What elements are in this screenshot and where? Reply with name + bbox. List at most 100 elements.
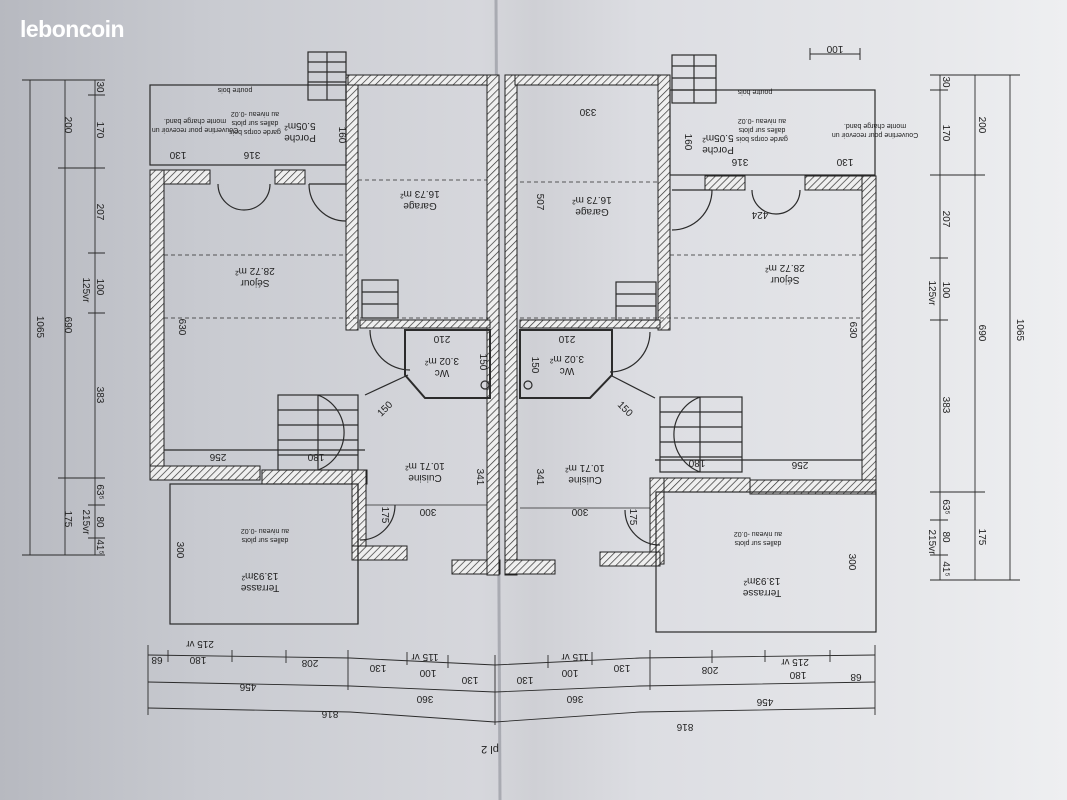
dim-right-porche-h: 160	[682, 134, 693, 151]
dim-left-207: 207	[94, 204, 105, 221]
dim-right-door-top: 424	[751, 209, 768, 220]
dim-left-690: 690	[62, 317, 73, 334]
dim-bl-115vr: 115 vr	[411, 651, 439, 662]
dim-left-41: 41⁵	[94, 539, 105, 554]
dim-br-215vr: 215 vr	[780, 656, 808, 667]
dim-left-80: 80	[94, 516, 105, 528]
dim-left-175: 175	[62, 511, 73, 528]
left-terrasse-name: Terrasse	[240, 582, 279, 593]
dim-right-30: 30	[940, 76, 951, 88]
dim-right-383: 383	[940, 397, 951, 414]
dim-left-terrasse-w: 300	[174, 542, 185, 559]
dim-br-360: 360	[566, 693, 583, 704]
right-unit	[504, 54, 877, 633]
dim-br-130b: 130	[613, 662, 630, 673]
right-terrasse-area: 13.93m²	[743, 575, 780, 586]
dim-right-wc-h: 150	[529, 357, 540, 374]
dim-left-porche-h: 160	[336, 127, 347, 144]
right-garage-area: 16.73 m²	[572, 194, 612, 205]
left-garage-name: Garage	[403, 200, 437, 211]
right-poutre-note: poutre bois	[737, 88, 772, 95]
left-terrace	[169, 483, 359, 625]
dim-left-cuisine-w: 300	[419, 506, 436, 517]
right-terrasse-name: Terrasse	[742, 587, 781, 598]
right-walls	[504, 74, 877, 576]
dim-right-200: 200	[976, 117, 987, 134]
dim-right-stair-w: 180	[688, 457, 705, 468]
dim-right-215vr: 215vr	[926, 529, 937, 555]
dim-right-690: 690	[976, 325, 987, 342]
dim-right-diag: 150	[615, 400, 635, 420]
right-couvertine-2: monte charge band.	[844, 122, 906, 129]
right-wc-outline	[519, 329, 613, 399]
dim-bl-456: 456	[239, 681, 256, 692]
top-dim: 100	[809, 43, 861, 60]
right-garage-name: Garage	[575, 206, 609, 217]
right-terrasse-note-2: au niveau -0.02	[734, 530, 782, 537]
right-vertical-labels: 1065 200 690 175 30 170 207 100 383 63⁵ …	[926, 76, 1025, 576]
left-terrasse-area: 13.93m²	[241, 570, 278, 581]
left-porche-name: Porche	[284, 132, 316, 143]
dim-br-180: 180	[789, 669, 806, 680]
right-porch-note-1: garde corps bois	[736, 135, 788, 142]
dim-bl-816: 816	[321, 708, 338, 719]
dim-br-816: 816	[676, 721, 693, 732]
left-bottom-labels: 68 180 208 130 100 130 215 vr 115 vr 456…	[151, 638, 478, 719]
right-couvertine-1: Couvertine pour recevoir un	[832, 131, 918, 138]
bottom-dim-lines	[147, 645, 876, 725]
right-room-labels: Séjour 28.72 m² Garage 16.73 m² Wc 3.02 …	[549, 88, 918, 598]
right-porch-note-3: au niveau -0.02	[738, 117, 786, 124]
dim-left-total: 1065	[34, 316, 45, 339]
left-sejour-name: Séjour	[240, 277, 270, 288]
right-cuisine-name: Cuisine	[568, 474, 602, 485]
left-vertical-labels: 1065 200 690 175 30 170 207 100 383 63⁵ …	[34, 81, 105, 554]
dim-right-garage-depth: 330	[579, 106, 596, 117]
left-wc-outline	[404, 329, 491, 399]
dim-left-wc-w: 210	[433, 333, 450, 344]
dim-left-stair-len: 256	[209, 451, 226, 462]
right-terrace	[655, 491, 877, 633]
left-walls	[149, 74, 501, 576]
dim-bl-68: 68	[151, 654, 163, 665]
dim-left-cuisine-len: 341	[474, 469, 485, 486]
left-sejour-area: 28.72 m²	[235, 265, 275, 276]
dim-left-30: 30	[94, 81, 105, 93]
right-staircase	[659, 396, 743, 473]
dim-right-porche-side: 130	[836, 156, 853, 167]
right-porche-area: 5.05m²	[702, 132, 734, 143]
dim-left-63: 63⁵	[94, 484, 105, 499]
dim-left-diag: 150	[376, 399, 396, 419]
leboncoin-watermark: leboncoin	[20, 16, 125, 42]
page-label: pl 2	[481, 743, 499, 755]
dim-right-sejour-w: 630	[847, 322, 858, 339]
dim-left-125vr: 125vr	[80, 277, 91, 303]
dim-left-200: 200	[62, 117, 73, 134]
right-bottom-labels: 130 100 130 208 180 68 115 vr 215 vr 360…	[516, 651, 861, 732]
left-poutre-note: poutre bois	[217, 86, 252, 93]
dim-right-63: 63⁵	[940, 499, 951, 514]
left-couvertine-2: monte charge band.	[164, 117, 226, 124]
dim-br-115vr: 115 vr	[561, 651, 589, 662]
left-cuisine-area: 10.71 m²	[405, 460, 445, 471]
dim-right-wc-w: 210	[558, 333, 575, 344]
dim-left-porche-side: 130	[169, 149, 186, 160]
dim-right-207: 207	[940, 211, 951, 228]
right-terrasse-note-1: dalles sur plots	[734, 539, 781, 546]
dim-bl-180: 180	[189, 654, 206, 665]
left-terrasse-note-1: dalles sur plots	[241, 536, 288, 543]
dim-bl-360: 360	[416, 693, 433, 704]
left-porch-note-3: au niveau -0.02	[231, 110, 279, 117]
left-porch-outline	[149, 84, 347, 166]
dim-right-terrasse-w: 300	[846, 554, 857, 571]
right-porch-note-2: dalles sur plots	[738, 126, 785, 133]
left-porch-note-1: garde corps bois	[229, 128, 281, 135]
left-porch-note-2: dalles sur plots	[231, 119, 278, 126]
left-unit	[149, 51, 501, 625]
dim-br-100: 100	[561, 667, 578, 678]
dim-right-175: 175	[976, 529, 987, 546]
dim-right-garage-len: 507	[534, 194, 545, 211]
dim-right-41: 41⁵	[940, 561, 951, 576]
dim-left-100: 100	[94, 279, 105, 296]
left-cuisine-name: Cuisine	[408, 472, 442, 483]
left-vertical-dims	[22, 79, 105, 556]
